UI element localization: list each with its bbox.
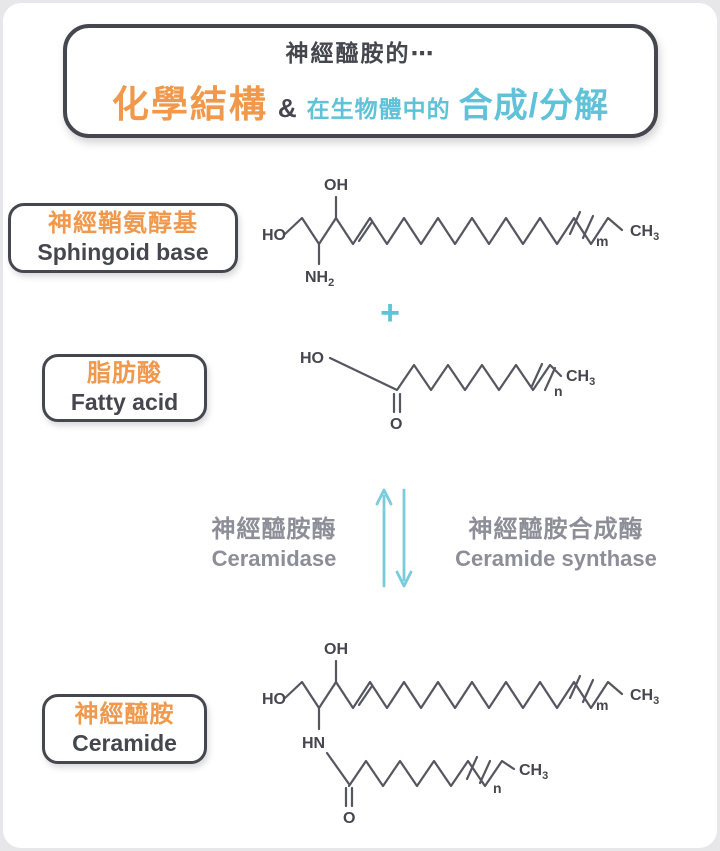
repeat-m-label: m: [596, 233, 608, 249]
up-arrow: [375, 488, 393, 588]
amine-nh2-label: NH2: [305, 269, 334, 289]
fatty-acid-bonds: [328, 356, 563, 414]
plus-sign: +: [380, 294, 400, 332]
sphingoid-bonds: [283, 195, 624, 266]
ceramidase-label: 神經醯胺酶 Ceramidase: [158, 514, 390, 574]
repeat-n-label: n: [493, 780, 502, 796]
title-intro: 神經醯胺的⋯: [285, 40, 436, 66]
title-in-vivo: 在生物體中的: [306, 96, 451, 122]
ceramide-synthase-label-zh: 神經醯胺合成酶: [468, 516, 644, 543]
ceramide-bonds: [283, 659, 624, 808]
ceramidase-label-en: Ceramidase: [211, 546, 337, 572]
methyl-ch3-label: CH3: [519, 762, 548, 782]
carbonyl-o-label: O: [390, 416, 402, 433]
ceramide-label-zh: 神經醯胺: [74, 700, 175, 728]
methyl-ch3-label: CH3: [630, 223, 659, 243]
down-arrow: [395, 488, 413, 588]
sphingoid-base-structure: OH HO NH2 m CH3: [262, 177, 659, 289]
ceramidase-label-zh: 神經醯胺酶: [211, 516, 337, 543]
fatty-acid-label-en: Fatty acid: [70, 388, 179, 415]
methyl-ch3-label: CH3: [630, 687, 659, 707]
hydroxyl-oh-label: OH: [324, 177, 348, 194]
title-synthesis-degradation: 合成/分解: [458, 87, 610, 125]
fatty-acid-label-box: 脂肪酸 Fatty acid: [42, 354, 207, 422]
title-ampersand: &: [277, 93, 297, 123]
hydroxyl-ho-label: HO: [262, 691, 286, 708]
sphingoid-label-en: Sphingoid base: [37, 238, 209, 265]
amide-hn-label: HN: [302, 735, 325, 752]
title-box: 神經醯胺的⋯ 化學結構 & 在生物體中的 合成/分解: [63, 24, 658, 138]
ceramide-synthase-label-en: Ceramide synthase: [455, 546, 657, 572]
hydroxyl-ho-label: HO: [262, 227, 286, 244]
hydroxyl-oh-label: OH: [324, 641, 348, 658]
fatty-acid-label-zh: 脂肪酸: [87, 359, 162, 387]
carbonyl-o-label: O: [343, 810, 355, 827]
ceramide-structure: OH HO HN O m CH3 n CH3: [262, 641, 659, 827]
repeat-n-label: n: [554, 383, 563, 399]
carboxyl-ho-label: HO: [300, 350, 324, 367]
ceramide-synthase-label: 神經醯胺合成酶 Ceramide synthase: [428, 514, 684, 574]
sphingoid-base-label-box: 神經鞘氨醇基 Sphingoid base: [8, 203, 238, 273]
fatty-acid-structure: HO O n CH3: [300, 350, 595, 433]
ceramide-label-en: Ceramide: [72, 729, 177, 756]
ceramide-label-box: 神經醯胺 Ceramide: [42, 694, 207, 764]
title-chemical-structure: 化學結構: [111, 84, 268, 125]
repeat-m-label: m: [596, 697, 608, 713]
methyl-ch3-label: CH3: [566, 368, 595, 388]
reaction-arrows: [375, 488, 413, 588]
title-main: 化學結構 & 在生物體中的 合成/分解: [112, 74, 609, 128]
sphingoid-label-zh: 神經鞘氨醇基: [48, 209, 198, 237]
